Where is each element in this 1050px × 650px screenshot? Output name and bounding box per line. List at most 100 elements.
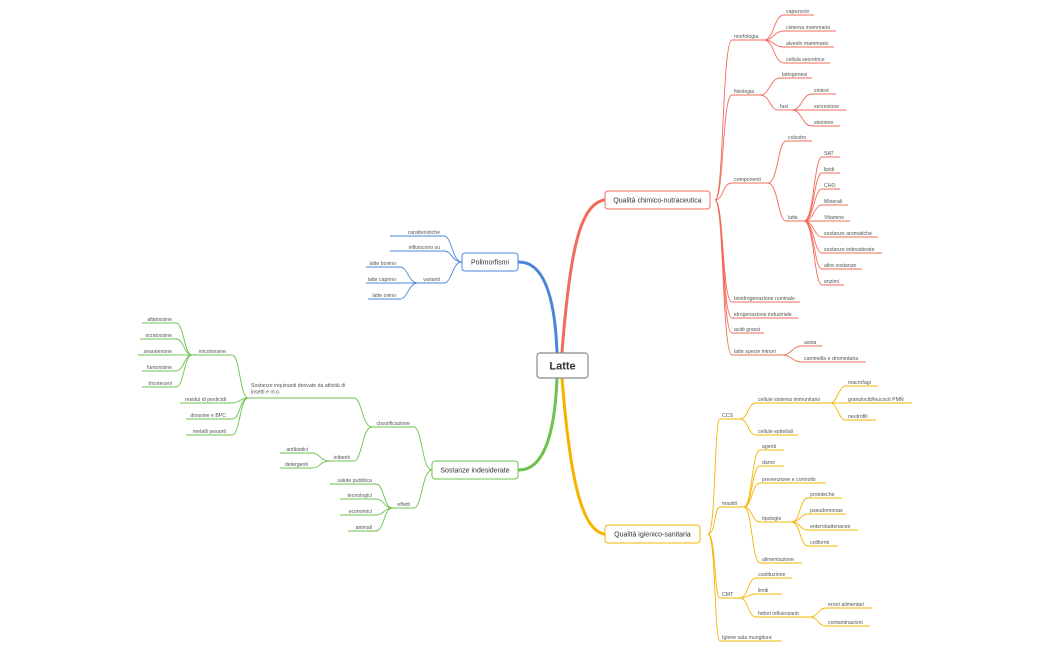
topic-inquinanti[interactable]: Sostanze inquinanti derivate da attività… [251, 383, 347, 396]
topic-colostro[interactable]: colostro [788, 135, 806, 141]
topic-latte-ovino[interactable]: latte ovino [372, 293, 396, 299]
topic-antibiotici[interactable]: antibiotici [286, 447, 308, 453]
chimico-labels: morfologia capezzolo cisterna mammaria a… [734, 9, 875, 362]
topic-fisiologia[interactable]: fisiologia [734, 89, 754, 95]
topic-asina[interactable]: asina [804, 340, 817, 346]
topic-lattogenesi[interactable]: lattogenesi [782, 72, 807, 78]
topic-zearalenone[interactable]: zearalenone [143, 349, 172, 355]
topic-danni[interactable]: danni [762, 460, 775, 466]
topic-economici[interactable]: economici [349, 509, 372, 515]
branch-igienico-label: Qualità igienico-sanitaria [614, 532, 691, 539]
topic-costituzione[interactable]: costituzione [758, 572, 786, 578]
topic-coliformi[interactable]: coliformi [810, 540, 829, 546]
topic-sat[interactable]: SAT [824, 151, 835, 157]
connector-sostanze [517, 376, 559, 472]
igienico-connectors [707, 385, 912, 642]
topic-neutrofili[interactable]: neutrofili [848, 414, 868, 420]
topic-latte[interactable]: latte [788, 215, 798, 221]
topic-fattori-influenzanti[interactable]: fattori influenzanti [758, 611, 799, 617]
connector-polimorfismi [517, 260, 559, 354]
topic-cammella[interactable]: cammella e dromedaria [804, 356, 858, 362]
root-label: Latte [549, 361, 575, 373]
topic-enterobatteriacee[interactable]: enterobatteriacee [810, 524, 850, 530]
topic-alimentazione[interactable]: alimentazione [762, 557, 794, 563]
topic-macrofagi[interactable]: macrofagi [848, 380, 871, 386]
topic-lipidi[interactable]: lipidi [824, 167, 834, 173]
topic-sintesi[interactable]: sintesi [814, 88, 829, 94]
topic-limiti[interactable]: limiti [758, 588, 768, 594]
topic-igiene-sala[interactable]: Igiene sala mungitura [722, 635, 772, 641]
topic-diossine[interactable]: diossine e BPC [191, 413, 227, 419]
root-node[interactable]: Latte [536, 352, 589, 379]
igienico-labels: CCS cellule sistema immunitario macrofag… [722, 380, 904, 641]
branch-sostanze-label: Sostanze indesiderate [440, 468, 509, 475]
branch-chimico[interactable]: Qualità chimico-nutraceutica [604, 190, 711, 210]
topic-fumonisine[interactable]: fumonisine [147, 365, 172, 371]
branch-igienico[interactable]: Qualità igienico-sanitaria [604, 524, 701, 544]
topic-detergenti[interactable]: detergenti [285, 462, 308, 468]
topic-errori-alimentari[interactable]: errori alimentari [828, 602, 864, 608]
topic-acidi-grassi[interactable]: acidi grassi [734, 327, 760, 333]
topic-cellula-secretrice[interactable]: cellula secretrice [786, 57, 825, 63]
topic-agenti[interactable]: agenti [762, 444, 776, 450]
topic-latte-specie-minori[interactable]: latte specie minori [734, 349, 776, 355]
branch-sostanze[interactable]: Sostanze indesiderate [431, 460, 519, 480]
topic-tecnologici[interactable]: tecnologici [347, 493, 372, 499]
topic-enzimi[interactable]: enzimi [824, 279, 839, 285]
topic-sostanze-aromatiche[interactable]: sostanze aromatiche [824, 231, 872, 237]
topic-latte-caprino[interactable]: latte caprino [368, 277, 396, 283]
topic-pseudomonas[interactable]: pseudomonas [810, 508, 843, 514]
sostanze-connectors [138, 322, 433, 532]
topic-effetti[interactable]: effetti [397, 502, 410, 508]
topic-influiscono[interactable]: influiscono su [409, 245, 441, 251]
topic-cellule-epiteliali[interactable]: cellule epiteliali [758, 429, 793, 435]
topic-fasi[interactable]: fasi [780, 104, 788, 110]
topic-tipologie[interactable]: tipologie [762, 516, 781, 522]
branch-polimorfismi[interactable]: Polimorfismi [461, 252, 519, 272]
topic-ccs[interactable]: CCS [722, 413, 733, 419]
connector-chimico [560, 198, 606, 354]
topic-cellule-immunitario[interactable]: cellule sistema immunitario [758, 397, 820, 403]
inquinanti-line-2: insetti e m.o. [251, 390, 280, 396]
sostanze-labels: classificazione Sostanze inquinanti deri… [143, 317, 410, 531]
topic-secrezione[interactable]: secrezione [814, 104, 839, 110]
topic-eiezione[interactable]: eiezione [814, 120, 833, 126]
topic-alveolo-mammario[interactable]: alveolo mammario [786, 41, 828, 47]
topic-classificazione[interactable]: classificazione [377, 421, 411, 427]
topic-sostanze-indesiderate[interactable]: sostanze indesiderate [824, 247, 875, 253]
topic-metalli-pesanti[interactable]: metalli pesanti [193, 429, 226, 435]
topic-residui-pesticidi[interactable]: residui di pesticidi [185, 397, 226, 403]
branch-polimorfismi-label: Polimorfismi [471, 260, 510, 267]
topic-tricoteceni[interactable]: tricoteceni [148, 381, 172, 387]
topic-cho[interactable]: CHO [824, 183, 836, 189]
topic-componenti[interactable]: componenti [734, 177, 761, 183]
topic-caratteristiche[interactable]: caratteristiche [408, 230, 440, 236]
topic-bioidrogenazione[interactable]: bioidrogenazione ruminale [734, 296, 795, 302]
topic-minerali[interactable]: Minerali [824, 199, 842, 205]
topic-capezzolo[interactable]: capezzolo [786, 9, 809, 15]
topic-cmt[interactable]: CMT [722, 592, 734, 598]
topic-inibenti[interactable]: inibenti [334, 455, 350, 461]
topic-idrogenazione[interactable]: idrogenazione industriale [734, 312, 792, 318]
topic-salute-pubblica[interactable]: salute pubblica [337, 478, 372, 484]
topic-varianti[interactable]: varianti [423, 277, 440, 283]
topic-animali[interactable]: animali [356, 525, 372, 531]
connector-igienico [560, 376, 606, 536]
topic-ocratossine[interactable]: ocratossine [145, 333, 172, 339]
topic-granulociti[interactable]: granulociti/leucocit PMN [848, 397, 904, 403]
topic-micotossine[interactable]: micotossine [199, 349, 227, 355]
topic-aflatossine[interactable]: aflatossine [147, 317, 172, 323]
polimorfismi-connectors [366, 235, 463, 300]
topic-prevenzione[interactable]: prevenzione e controllo [762, 477, 816, 483]
polimorfismi-labels: caratteristiche influiscono su varianti … [368, 230, 440, 299]
topic-latte-bovino[interactable]: latte bovino [369, 261, 396, 267]
topic-contaminazioni[interactable]: contaminazioni [828, 620, 863, 626]
topic-prototeche[interactable]: prototeche [810, 492, 835, 498]
topic-mastiti[interactable]: mastiti [722, 501, 737, 507]
topic-morfologia[interactable]: morfologia [734, 34, 758, 40]
topic-cisterna-mammaria[interactable]: cisterna mammaria [786, 25, 830, 31]
chimico-connectors [714, 14, 882, 363]
topic-altre-sostanze[interactable]: altre sostanze [824, 263, 856, 269]
topic-vitamine[interactable]: Vitamine [824, 215, 844, 221]
